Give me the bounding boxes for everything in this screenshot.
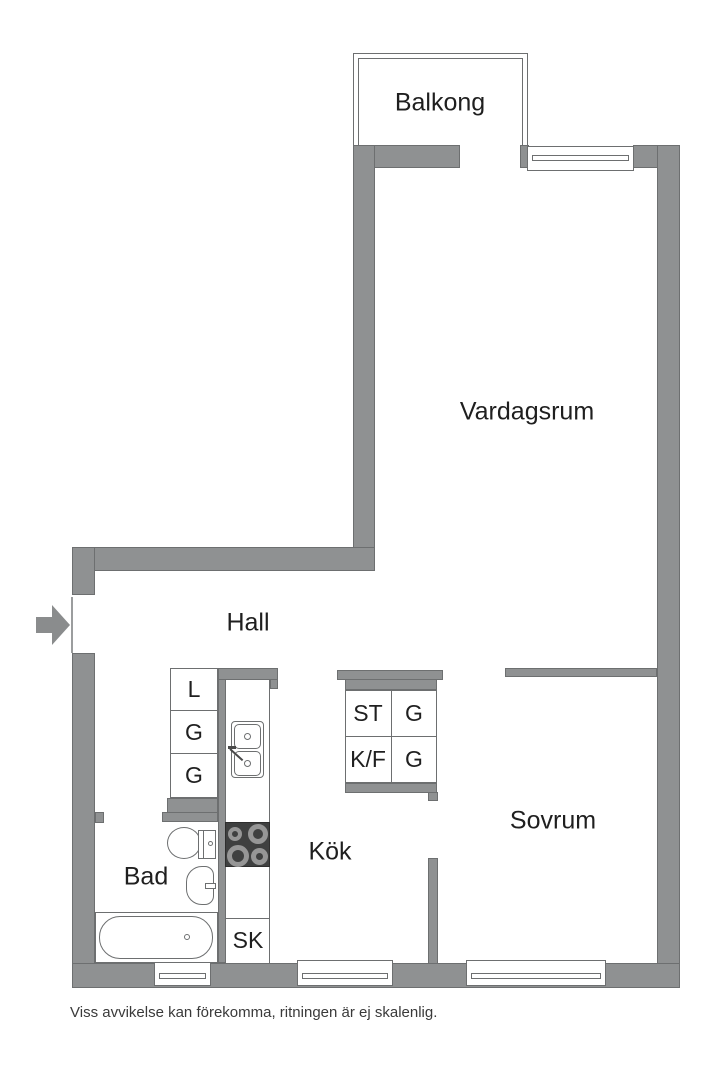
window-glass xyxy=(532,155,629,161)
wall-bedroom-hall xyxy=(505,668,657,677)
room-label-kitchen: Kök xyxy=(308,837,352,866)
room-label-living-room: Vardagsrum xyxy=(459,397,595,426)
bathtub xyxy=(99,916,213,959)
cabinet-label-wardrobe: G xyxy=(185,718,203,745)
stove-burner xyxy=(227,845,249,867)
wall-closet-bottom-hook xyxy=(428,792,438,801)
sink-basin-upper xyxy=(234,724,261,749)
wall-living-left xyxy=(353,145,375,571)
entrance-arrow-icon xyxy=(36,605,70,645)
disclaimer-text: Viss avvikelse kan förekomma, ritningen … xyxy=(70,1004,438,1021)
room-label-hall: Hall xyxy=(226,608,270,637)
entrance-door-line xyxy=(71,597,73,653)
hall-cabinet-column xyxy=(170,668,218,798)
closet-label-g: G xyxy=(405,700,423,726)
window-glass xyxy=(302,973,388,979)
cabinet-label-wardrobe: G xyxy=(185,762,203,788)
washbasin-tap xyxy=(205,883,216,889)
closet-label-g: G xyxy=(405,746,423,772)
cabinet-label-sk: SK xyxy=(232,927,264,953)
sink-faucet-handle xyxy=(228,746,236,749)
window-bedroom xyxy=(466,960,606,986)
cabinet-divider xyxy=(170,710,218,711)
wall-kitchen-bedroom xyxy=(428,858,438,964)
wall-kitchen-wing-hook xyxy=(270,679,278,689)
wall-left-lower xyxy=(72,653,95,988)
window-glass xyxy=(471,973,601,979)
bathtub-drain xyxy=(184,934,190,940)
window-bathroom xyxy=(154,960,211,986)
wall-closet-bottom xyxy=(345,783,437,793)
wall-bath-door-notch xyxy=(95,812,104,823)
stove-burner xyxy=(248,824,268,844)
wall-closet-top-main xyxy=(345,679,437,690)
stove-burner xyxy=(228,827,242,841)
wall-right-outer xyxy=(657,145,680,988)
window-living-room xyxy=(527,146,634,171)
sink-drain xyxy=(244,733,251,740)
cabinet-label-linen: L xyxy=(187,676,201,702)
balcony-outline-inner xyxy=(358,58,523,148)
window-glass xyxy=(159,973,206,979)
closet-label-st: ST xyxy=(353,700,383,726)
cabinet-divider xyxy=(170,753,218,754)
toilet-flush-dot xyxy=(208,841,213,846)
sink-drain xyxy=(244,760,251,767)
stove-burner xyxy=(251,848,268,865)
counter-divider xyxy=(226,918,270,919)
toilet-bowl xyxy=(167,827,201,859)
wall-kitchen-wing xyxy=(218,668,278,680)
wall-bath-top-block-upper xyxy=(167,798,218,813)
wall-left-upper xyxy=(72,547,95,595)
wall-hall-top xyxy=(72,547,375,571)
toilet-tank xyxy=(198,830,216,859)
wall-bath-top-block-lower xyxy=(162,812,218,822)
stove xyxy=(225,822,270,867)
closet-label-kf: K/F xyxy=(350,746,386,772)
room-label-balcony: Balkong xyxy=(394,88,486,117)
toilet-tank-line xyxy=(203,831,204,858)
room-label-bedroom: Sovrum xyxy=(509,806,597,835)
closet-divider-h xyxy=(345,736,437,737)
room-label-bathroom: Bad xyxy=(123,862,169,891)
window-kitchen xyxy=(297,960,393,986)
wall-bath-kitchen xyxy=(218,668,226,963)
